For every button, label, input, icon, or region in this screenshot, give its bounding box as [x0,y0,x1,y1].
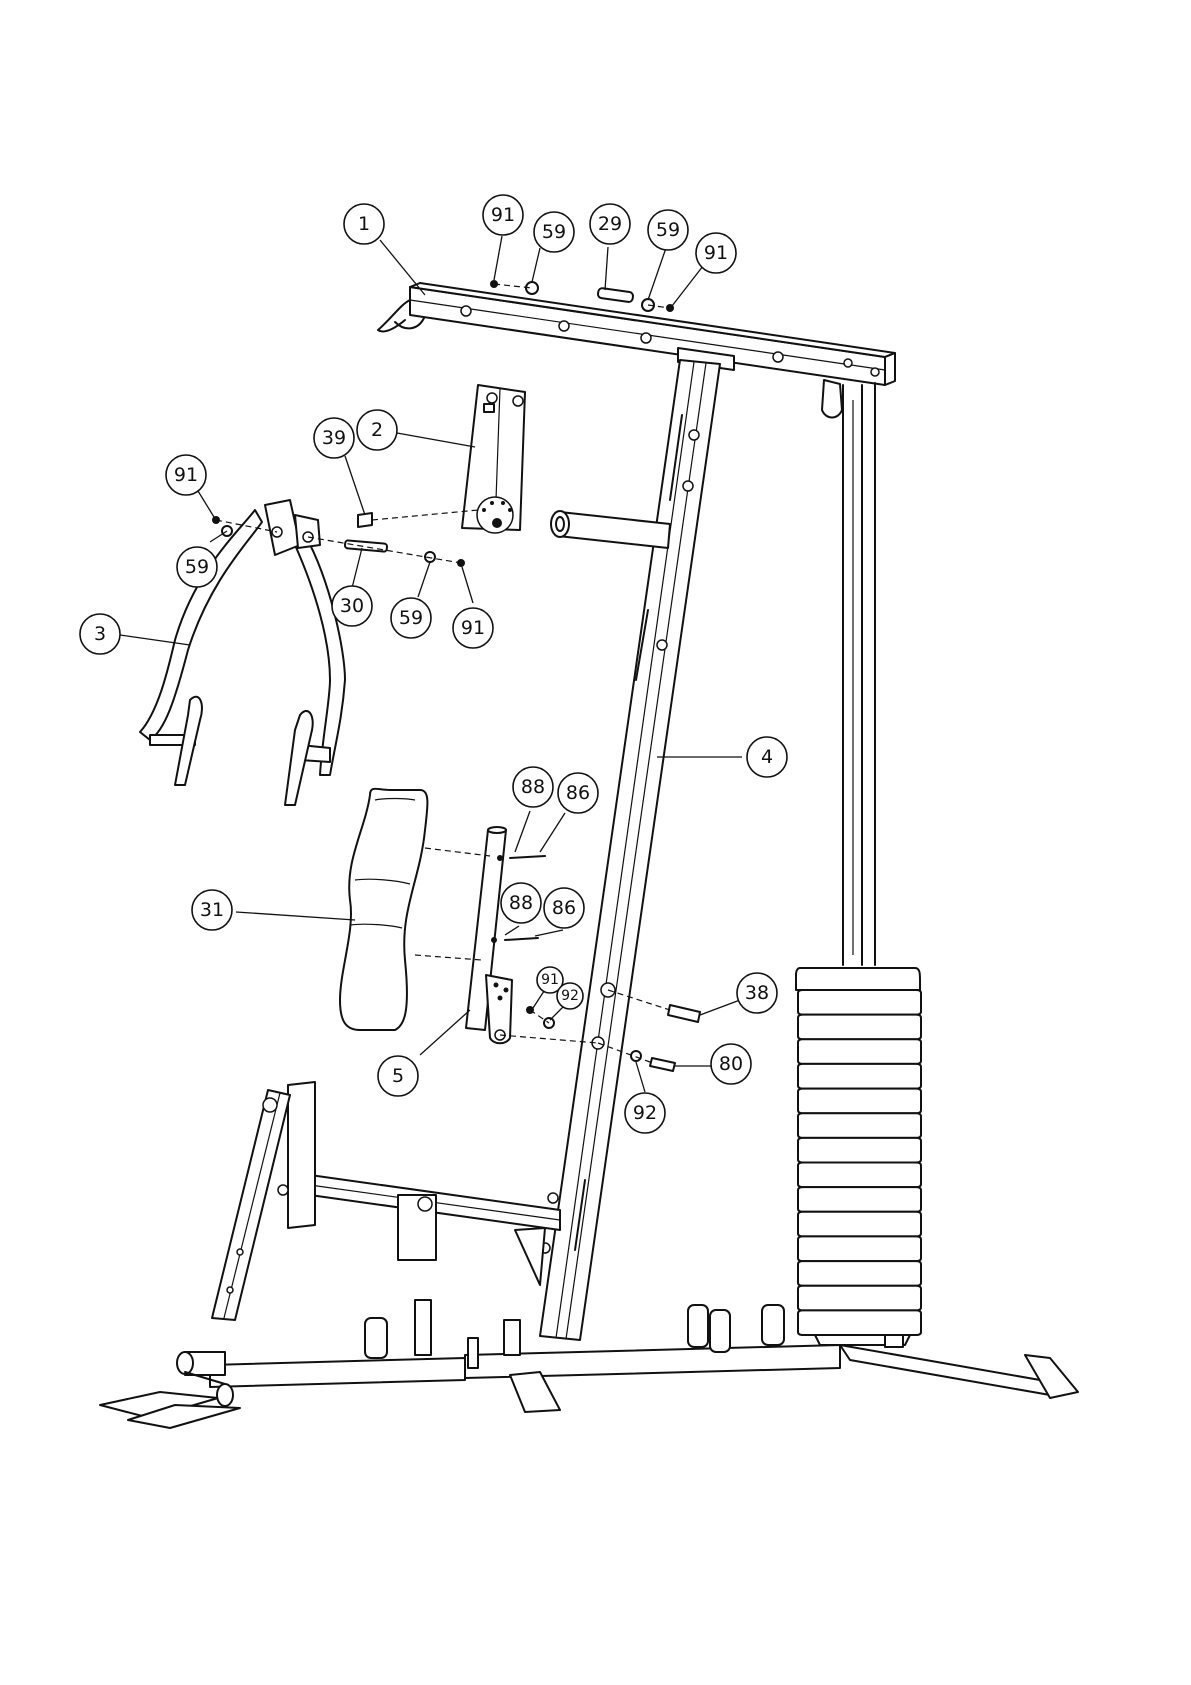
weight-plate [798,990,921,1015]
callout-26-label: 92 [633,1102,657,1124]
top-beam [378,283,895,418]
part-2-bracket [462,385,525,533]
callout-1-label: 1 [358,213,370,235]
callout-3: 59 [534,212,574,252]
callout-20: 86 [544,888,584,928]
callout-7: 2 [357,410,397,450]
main-column [540,360,720,1340]
weight-plate [798,1212,921,1237]
callout-23-label: 38 [745,982,769,1004]
callout-11: 30 [332,586,372,626]
weight-stack [796,968,921,1345]
callout-3-label: 59 [542,221,566,243]
callout-13: 91 [453,608,493,648]
weight-plate [798,1310,921,1335]
callout-1: 1 [344,204,384,244]
callout-25: 80 [711,1044,751,1084]
backrest-pad [340,789,427,1030]
callout-9-label: 91 [174,464,198,486]
callout-25-label: 80 [719,1053,743,1075]
callout-10: 59 [177,547,217,587]
callout-24-label: 5 [392,1065,404,1087]
callout-13-label: 91 [461,617,485,639]
base-frame [100,1300,1078,1428]
callout-16: 88 [513,767,553,807]
weight-plate [798,1039,921,1064]
callout-10-label: 59 [185,556,209,578]
callout-26: 92 [625,1093,665,1133]
callout-16-label: 88 [521,776,545,798]
weight-plate [798,1261,921,1286]
callout-2-label: 91 [491,204,515,226]
callout-4-label: 29 [598,213,622,235]
weight-plate [798,1113,921,1138]
weight-plate [798,1015,921,1040]
callout-5: 59 [648,210,688,250]
weight-plate [798,1286,921,1311]
callout-18: 31 [192,890,232,930]
callout-4: 29 [590,204,630,244]
callout-12-label: 59 [399,607,423,629]
callout-19-label: 88 [509,892,533,914]
callout-7-label: 2 [371,419,383,441]
weight-plate [798,1064,921,1089]
press-arms [140,500,345,805]
callout-12: 59 [391,598,431,638]
lower-frame [212,1082,560,1320]
callout-8-label: 39 [322,427,346,449]
callout-17: 86 [558,773,598,813]
callout-22: 92 [557,983,583,1009]
weight-plate [798,1187,921,1212]
callout-5-label: 59 [656,219,680,241]
callout-8: 39 [314,418,354,458]
callout-2: 91 [483,195,523,235]
callout-15: 4 [747,737,787,777]
weight-plate [798,1236,921,1261]
callout-20-label: 86 [552,897,576,919]
weight-plate [798,1138,921,1163]
callout-6: 91 [696,233,736,273]
callout-21-label: 91 [541,972,559,988]
callout-22-label: 92 [561,988,579,1004]
callout-14: 3 [80,614,120,654]
callout-9: 91 [166,455,206,495]
callout-24: 5 [378,1056,418,1096]
guide-rods [843,383,875,965]
callout-18-label: 31 [200,899,224,921]
callout-23: 38 [737,973,777,1013]
weight-plate [798,1089,921,1114]
weight-plate [798,1163,921,1188]
callout-17-label: 86 [566,782,590,804]
callout-6-label: 91 [704,242,728,264]
callout-11-label: 30 [340,595,364,617]
callout-19: 88 [501,883,541,923]
callout-15-label: 4 [761,746,773,768]
callout-14-label: 3 [94,623,106,645]
